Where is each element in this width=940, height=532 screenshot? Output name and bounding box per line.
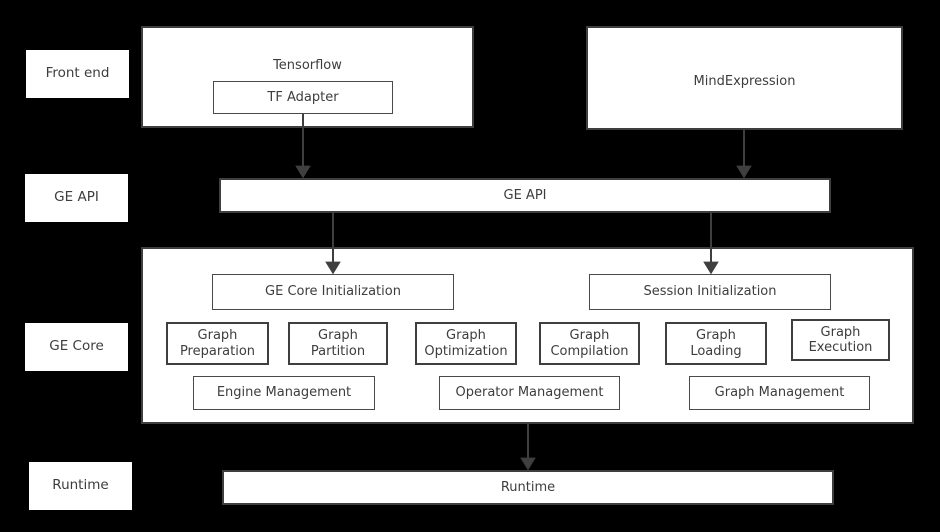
stage-label-front-end: Front end	[26, 50, 129, 98]
graph-loading-box: Graph Loading	[665, 322, 767, 365]
mindexpression-title: MindExpression	[693, 74, 796, 89]
stage-label-front-end-text: Front end	[45, 65, 110, 82]
runtime-bar: Runtime	[222, 470, 834, 505]
operator-management-box: Operator Management	[439, 376, 620, 410]
operator-management-label: Operator Management	[455, 385, 604, 401]
ge-api-bar: GE API	[219, 178, 831, 213]
graph-preparation-box: Graph Preparation	[166, 322, 269, 365]
graph-management-box: Graph Management	[689, 376, 870, 410]
graph-compilation-label: Graph Compilation	[550, 328, 629, 359]
stage-label-ge-api: GE API	[25, 174, 128, 222]
session-initialization-box: Session Initialization	[589, 274, 831, 310]
graph-preparation-label: Graph Preparation	[179, 328, 256, 359]
graph-execution-box: Graph Execution	[791, 319, 890, 361]
stage-label-ge-api-text: GE API	[54, 189, 99, 206]
graph-management-label: Graph Management	[714, 385, 845, 401]
graph-optimization-label: Graph Optimization	[424, 328, 508, 359]
stage-label-runtime: Runtime	[29, 462, 132, 510]
ge-core-initialization-label: GE Core Initialization	[265, 284, 401, 300]
graph-partition-label: Graph Partition	[310, 328, 366, 359]
stage-label-ge-core-text: GE Core	[49, 338, 104, 355]
mindexpression-container: MindExpression	[586, 26, 903, 130]
graph-optimization-box: Graph Optimization	[415, 322, 517, 365]
runtime-bar-label: Runtime	[500, 479, 556, 495]
ge-api-bar-label: GE API	[503, 187, 547, 203]
stage-label-ge-core: GE Core	[25, 323, 128, 371]
graph-loading-label: Graph Loading	[690, 328, 742, 359]
graph-compilation-box: Graph Compilation	[539, 322, 640, 365]
ge-core-initialization-box: GE Core Initialization	[212, 274, 454, 310]
stage-label-runtime-text: Runtime	[52, 477, 109, 494]
graph-partition-box: Graph Partition	[288, 322, 388, 365]
engine-management-label: Engine Management	[216, 385, 352, 401]
tf-adapter-box: TF Adapter	[213, 81, 393, 114]
tensorflow-title: Tensorflow	[273, 58, 342, 73]
tf-adapter-label: TF Adapter	[267, 89, 339, 105]
graph-execution-label: Graph Execution	[808, 324, 873, 355]
session-initialization-label: Session Initialization	[643, 284, 777, 300]
engine-management-box: Engine Management	[193, 376, 375, 410]
